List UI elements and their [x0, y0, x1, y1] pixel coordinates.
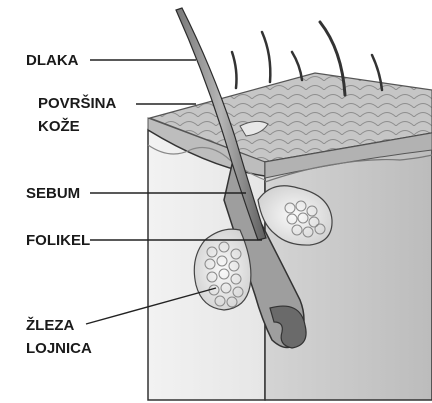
label-sebum: SEBUM	[26, 183, 80, 205]
label-hair: DLAKA	[26, 50, 79, 72]
label-follicle: FOLIKEL	[26, 230, 90, 252]
label-skin-surface-line1: POVRŠINA	[38, 93, 116, 115]
label-gland-line2: LOJNICA	[26, 338, 92, 360]
label-gland-line1: ŽLEZA	[26, 315, 74, 337]
label-skin-surface-line2: KOŽE	[38, 116, 80, 138]
